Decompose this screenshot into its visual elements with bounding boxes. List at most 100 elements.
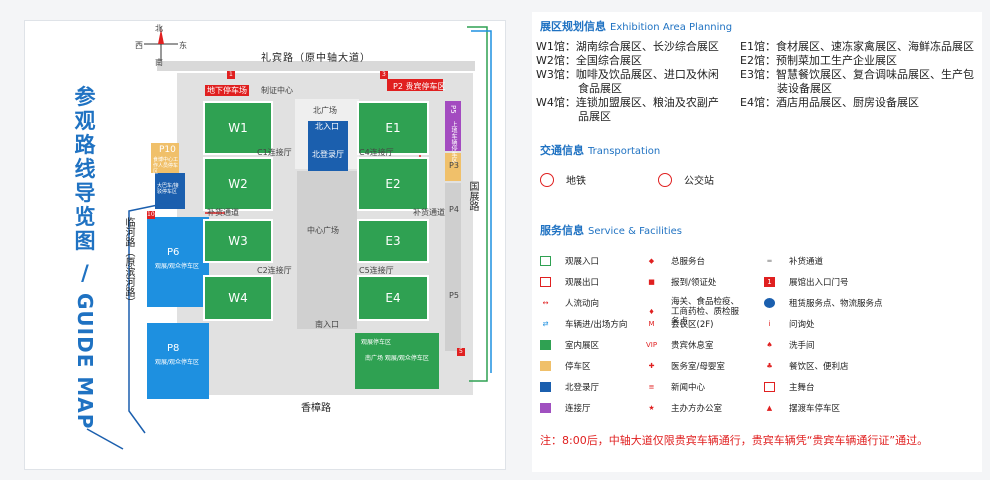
metro-item: 地铁 <box>540 172 586 187</box>
svc-label: 新闻中心 <box>671 383 706 393</box>
svc-supply: ═ 补货通道 <box>764 255 823 267</box>
svc-link: 连接厅 <box>540 402 591 414</box>
svc-label: 观展出口 <box>565 278 600 288</box>
road-top: 礼宾路（原中轴大道） <box>261 53 371 64</box>
central-plaza-area <box>297 171 357 329</box>
map-title-en: GUIDE MAP <box>73 293 97 430</box>
parking-swatch <box>540 361 551 371</box>
svc-label: 车辆进/出场方向 <box>565 320 628 330</box>
p5top-block <box>445 101 461 151</box>
hall-e3[interactable]: E3 <box>357 219 429 263</box>
p8-block <box>147 323 209 399</box>
p8-sub-label: 观展/观众停车区 <box>155 359 200 366</box>
hall-w4[interactable]: W4 <box>203 275 273 321</box>
gate-5: 5 <box>459 348 463 355</box>
svc-label: 北登录厅 <box>565 383 600 393</box>
svc-label: 室内展区 <box>565 341 600 351</box>
metro-icon <box>540 172 554 187</box>
bus-label: 公交站 <box>684 176 714 187</box>
p2-block <box>387 79 443 91</box>
gate-number-icon: 1 <box>764 277 775 287</box>
area-w1: W1馆：湖南综合展区、长沙综合展区 <box>536 40 719 53</box>
svc-exit: 观展出口 <box>540 276 599 288</box>
p10-sub-label: 食博中心工作人员停车区 <box>153 157 179 175</box>
area-e1-text: 食材展区、速冻家禽展区、海鲜冻品展区 <box>775 40 974 53</box>
info-icon: i <box>768 320 771 328</box>
area-w3-cont: 食品展区 <box>578 82 622 95</box>
route-line-blue <box>471 30 492 373</box>
north-hall-block <box>308 121 348 171</box>
north-hall-label: 北登录厅 <box>312 150 344 159</box>
svc-label: 总服务台 <box>671 257 706 267</box>
svc-label: 人流动向 <box>565 299 600 309</box>
area-e1: E1馆：食材展区、速冻家禽展区、海鲜冻品展区 <box>740 40 974 53</box>
hall-w2[interactable]: W2 <box>203 157 273 211</box>
area-w4: W4馆：连锁加盟展区、粮油及农副产 <box>536 96 719 109</box>
right-parking-strip <box>445 183 461 351</box>
svc-label: 会议区(2F) <box>671 320 714 330</box>
area-e4-id: E4馆： <box>740 96 776 109</box>
p6-block <box>147 217 209 307</box>
gate-marker <box>457 348 465 356</box>
hall-w3[interactable]: W3 <box>203 219 273 263</box>
hall-w1[interactable]: W1 <box>203 101 273 155</box>
gate-10: 10 <box>147 211 155 218</box>
c1-label: C1连接厅 <box>257 148 292 157</box>
svc-indoor: 室内展区 <box>540 339 599 351</box>
north-plaza-label: 北广场 <box>313 106 337 115</box>
area-w3: W3馆：咖啡及饮品展区、进口及休闲 <box>536 68 719 81</box>
road-bottom: 香樟路 <box>301 403 331 414</box>
bus-parking-label: 大巴车/接驳停车区 <box>157 183 179 195</box>
area-e3-text: 智慧餐饮展区、复合调味品展区、生产包 <box>775 68 974 81</box>
compass-w: 西 <box>135 41 143 50</box>
supply-icon: ═ <box>767 257 772 265</box>
p6-label: P6 <box>167 247 180 258</box>
area-w4-cont: 品展区 <box>578 110 611 123</box>
svc-food: ♣餐饮区、便利店 <box>764 360 848 372</box>
p5top-label: P5 <box>449 105 457 114</box>
flow-arrow-icon: ↔ <box>542 299 549 307</box>
service-title-cn: 服务信息 <box>540 224 584 237</box>
toilet-icon: ♠ <box>766 341 773 349</box>
svc-customs: ♦海关、食品检疫、工商药检、质检服务点 <box>646 297 746 327</box>
shuttle-icon: ▲ <box>766 404 773 412</box>
hall-e4[interactable]: E4 <box>357 275 429 321</box>
svc-toilet: ♠洗手间 <box>764 339 814 351</box>
central-plaza-label: 中心广场 <box>307 226 339 235</box>
svc-label: 补货通道 <box>789 257 824 267</box>
area-e2: E2馆：预制菜加工生产企业展区 <box>740 54 897 67</box>
exit-icon <box>540 277 551 287</box>
svc-label: 连接厅 <box>565 404 591 414</box>
hall-e2[interactable]: E2 <box>357 157 429 211</box>
office-icon: ★ <box>648 404 655 412</box>
c5-label: C5连接厅 <box>359 266 394 275</box>
svc-vehicle: ⇄车辆进/出场方向 <box>540 318 628 330</box>
area-e3-cont: 装设备展区 <box>777 82 832 95</box>
p10-block <box>151 143 179 173</box>
meeting-icon: M <box>648 320 655 328</box>
area-w1-id: W1馆： <box>536 40 576 53</box>
guide-map: 参观路线导览图 / GUIDE MAP 北 南 西 东 礼宾路（原中轴大道） 香… <box>24 20 506 470</box>
area-title-cn: 展区规划信息 <box>540 20 606 33</box>
hall-e1[interactable]: E1 <box>357 101 429 155</box>
p3-block <box>445 153 461 181</box>
p6-sub-label: 观展/观众停车区 <box>155 263 200 270</box>
area-w3-text: 咖啡及饮品展区、进口及休闲 <box>575 68 719 81</box>
underground-parking-label: 地下停车场 <box>205 85 249 96</box>
vip-icon: VIP <box>646 341 658 349</box>
south-entry-label: 南入口 <box>315 320 339 329</box>
area-e4-text: 酒店用品展区、厨房设备展区 <box>775 96 919 109</box>
top-road-band <box>157 61 475 71</box>
svc-label: 停车区 <box>565 362 591 372</box>
svc-shuttle: ▲摆渡车停车区 <box>764 402 840 414</box>
gate-marker <box>147 211 155 219</box>
indoor-area-swatch <box>540 340 551 350</box>
c2-label: C2连接厅 <box>257 266 292 275</box>
